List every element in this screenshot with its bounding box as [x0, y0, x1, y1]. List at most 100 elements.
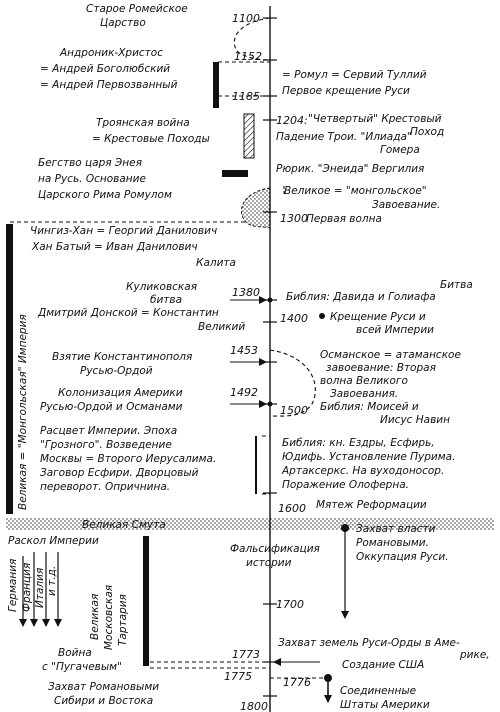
svg-text:Юдифь. Установление Пурима.: Юдифь. Установление Пурима. [282, 451, 455, 463]
year-1800: 1800 [240, 700, 268, 712]
svg-text:Поход: Поход [410, 126, 444, 138]
dashed-connectors [10, 61, 270, 495]
svg-text:с "Пугачевым": с "Пугачевым" [42, 661, 122, 673]
svg-text:Иисус Навин: Иисус Навин [380, 414, 450, 426]
svg-text:Создание США: Создание США [342, 659, 424, 671]
svg-text:Первое крещение Руси: Первое крещение Руси [282, 85, 410, 97]
svg-text:Старое Ромейское: Старое Ромейское [86, 3, 188, 15]
svg-text:"Грозного". Возведение: "Грозного". Возведение [40, 439, 172, 451]
svg-text:Фальсификация: Фальсификация [230, 543, 320, 555]
svg-text:Захват власти: Захват власти [356, 523, 436, 535]
dot-romanovs [341, 524, 349, 532]
svg-text:Война: Война [58, 647, 92, 659]
svg-text:Великий: Великий [198, 321, 245, 333]
label-ruric: Рюрик. "Энеида" Вергилия [276, 163, 424, 175]
label-donskoy: Дмитрий Донской = Константин Великий [37, 307, 245, 333]
year-1492: 1492 [230, 386, 258, 399]
svg-text:истории: истории [246, 557, 292, 569]
svg-text:= Андрей Первозванный: = Андрей Первозванный [40, 79, 178, 91]
svg-text:Артаксеркс. На вуходоносор.: Артаксеркс. На вуходоносор. [281, 465, 444, 477]
svg-text:Сибири и Востока: Сибири и Востока [54, 695, 153, 707]
svg-text:Расцвет Империи. Эпоха: Расцвет Империи. Эпоха [40, 425, 177, 437]
label-esther: Библия: кн. Ездры, Есфирь, Юдифь. Устано… [281, 437, 455, 491]
dashed-curve-roman [233, 17, 271, 61]
svg-text:= Андрей Боголюбский: = Андрей Боголюбский [40, 63, 170, 75]
svg-text:Русью-Ордой и Османами: Русью-Ордой и Османами [40, 401, 183, 413]
band-smuta [6, 518, 494, 530]
svg-text:= Ромул = Сервий Туллий: = Ромул = Сервий Туллий [282, 69, 427, 81]
label-empire-vertical: Великая = "Монгольская" Империя [17, 314, 29, 510]
svg-text:завоевание: Вторая: завоевание: Вторая [326, 362, 436, 374]
year-1775: 1775 [224, 670, 252, 683]
label-mongol: Великое = "монгольское" Завоевание. Перв… [284, 185, 440, 225]
svg-text:всей Империи: всей Империи [356, 324, 434, 336]
svg-text:Гомера: Гомера [380, 144, 420, 156]
svg-text:Взятие Константинополя: Взятие Константинополя [52, 351, 192, 363]
label-france: Франция [21, 563, 33, 612]
dot-1380 [267, 297, 273, 303]
year-1400: 1400 [280, 312, 308, 325]
svg-text:Царского Рима Ромулом: Царского Рима Ромулом [38, 189, 172, 201]
label-aeneas: Бегство царя Энея на Русь. Основание Цар… [38, 157, 172, 201]
label-andronik: Андроник-Христос = Андрей Боголюбский = … [40, 47, 178, 91]
svg-text:Захват Романовыми: Захват Романовыми [48, 681, 159, 693]
svg-text:Великая: Великая [89, 594, 101, 640]
label-italy: Италия [34, 568, 46, 608]
bar-andronik [213, 62, 219, 108]
dot-baptism [319, 313, 325, 319]
split-arrows [19, 552, 62, 627]
svg-text:Андроник-Христос: Андроник-Христос [59, 47, 163, 59]
label-genghis: Чингиз-Хан = Георгий Данилович Хан Батый… [30, 225, 236, 269]
label-bible-david: Библия: Давида и Голиафа [286, 291, 436, 303]
svg-text:Русью-Ордой: Русью-Ордой [80, 365, 153, 377]
svg-text:Падение Трои. "Илиада": Падение Трои. "Илиада" [276, 131, 412, 143]
bar-mongol-empire [6, 224, 13, 514]
svg-text:Заговор Есфири. Дворцовый: Заговор Есфири. Дворцовый [40, 467, 199, 479]
label-moses: Библия: Моисей и Иисус Навин [320, 401, 450, 426]
label-constantinople: Взятие Константинополя Русью-Ордой [52, 351, 192, 377]
label-reform: Мятеж Реформации [316, 499, 427, 511]
svg-text:рике,: рике, [459, 649, 490, 661]
year-1700: 1700 [276, 598, 304, 611]
svg-text:= Крестовые Походы: = Крестовые Походы [92, 133, 210, 145]
svg-text:Соединенные: Соединенные [340, 685, 416, 697]
svg-text:Крещение Руси и: Крещение Руси и [330, 311, 426, 323]
label-troy: Падение Трои. "Илиада" Гомера [276, 131, 420, 156]
label-romulus: = Ромул = Сервий Туллий Первое крещение … [282, 69, 427, 97]
svg-text:Москвы = Второго Иерусалима.: Москвы = Второго Иерусалима. [40, 453, 216, 465]
label-split: Раскол Империи [8, 535, 99, 547]
svg-text:Московская: Московская [103, 585, 115, 650]
label-trojan: Троянская война = Крестовые Походы [92, 117, 210, 145]
label-siberia: Захват Романовыми Сибири и Востока [48, 681, 159, 707]
dot-1492 [267, 401, 273, 407]
label-tartaria: Великая Московская Тартария [89, 585, 129, 650]
year-1453: 1453 [230, 344, 258, 357]
label-baptism: Крещение Руси и всей Империи [330, 311, 434, 336]
svg-text:Библия: кн. Ездры, Есфирь,: Библия: кн. Ездры, Есфирь, [282, 437, 435, 449]
event-arrows [230, 296, 320, 666]
label-battle: Битва [440, 279, 473, 291]
svg-text:Штаты Америки: Штаты Америки [340, 699, 430, 711]
year-1380: 1380 [232, 286, 260, 299]
svg-text:Колонизация Америки: Колонизация Америки [58, 387, 183, 399]
label-usa: Захват земель Руси-Орды в Аме- рике, Соз… [278, 637, 490, 671]
svg-text:Первая волна: Первая волна [306, 213, 382, 225]
label-germany: Германия [7, 559, 19, 612]
svg-text:Дмитрий Донской = Константин: Дмитрий Донской = Константин [37, 307, 219, 319]
svg-text:Романовыми.: Романовыми. [356, 537, 429, 549]
svg-text:Великое = "монгольское": Великое = "монгольское" [284, 185, 427, 197]
svg-text:Куликовская: Куликовская [126, 281, 197, 293]
year-1776: 1776 [283, 676, 311, 689]
dot-usa [324, 674, 332, 682]
label-etc: и т.д. [46, 566, 58, 596]
svg-text:Бегство царя Энея: Бегство царя Энея [38, 157, 142, 169]
year-1300: 1300 [280, 212, 308, 225]
label-breakup: Расцвет Империи. Эпоха "Грозного". Возве… [40, 425, 216, 493]
svg-text:Библия: Моисей и: Библия: Моисей и [320, 401, 419, 413]
svg-text:Троянская война: Троянская война [96, 117, 190, 129]
year-1500: 1500 [280, 404, 308, 417]
svg-text:битва: битва [150, 294, 182, 306]
label-crusade4: "Четвертый" Крестовый Поход [308, 113, 444, 138]
svg-text:Калита: Калита [196, 257, 236, 269]
